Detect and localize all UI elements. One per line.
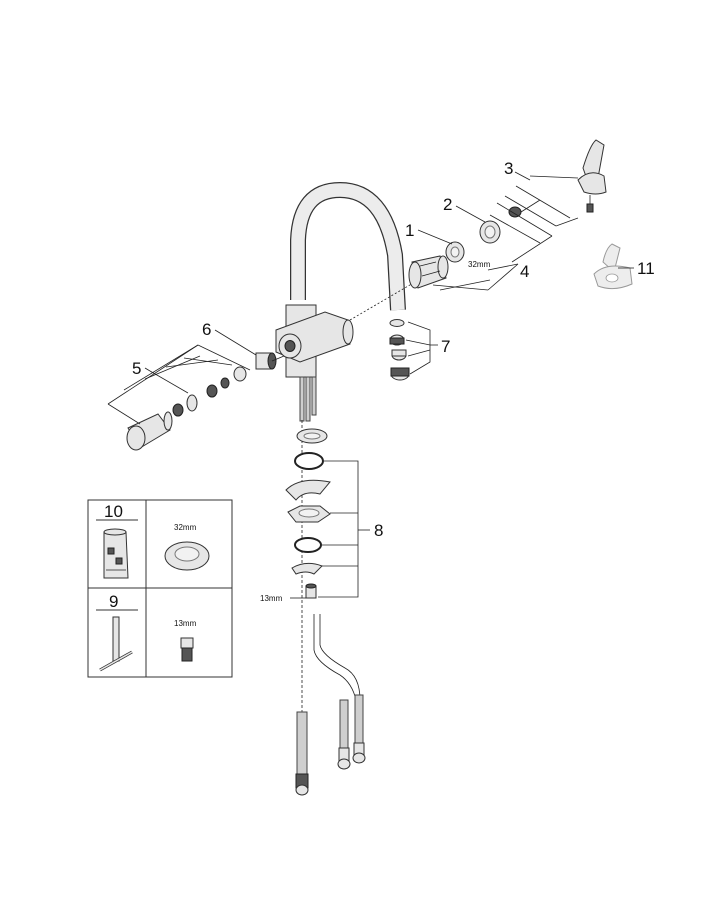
callout-1: 1 bbox=[405, 221, 414, 240]
dimension-13mm-main: 13mm bbox=[260, 594, 283, 603]
mounting-set-part-8 bbox=[285, 428, 370, 599]
diverter-part-6 bbox=[220, 352, 285, 389]
tools-table bbox=[87, 499, 233, 678]
callout-leaders bbox=[144, 171, 634, 372]
callout-9: 9 bbox=[109, 592, 118, 611]
aerator-set-part-7 bbox=[389, 319, 438, 381]
side-knob-part-5 bbox=[126, 384, 218, 451]
cartridge-part-4 bbox=[408, 255, 449, 289]
socket-tool-10 bbox=[103, 528, 129, 579]
ring-part-2 bbox=[479, 220, 501, 244]
alt-handle-part-11 bbox=[593, 243, 633, 290]
projection-lines-group-3 bbox=[432, 175, 579, 291]
callout-6: 6 bbox=[202, 320, 211, 339]
faucet-body bbox=[275, 181, 406, 422]
projection-lines-group-5 bbox=[107, 344, 251, 425]
callout-7: 7 bbox=[441, 337, 450, 356]
supply-hoses bbox=[295, 614, 366, 796]
socket-tool-13mm bbox=[180, 637, 194, 662]
callout-5: 5 bbox=[132, 359, 141, 378]
callout-11: 11 bbox=[637, 259, 655, 278]
t-key-tool-9 bbox=[99, 616, 133, 672]
callout-3: 3 bbox=[504, 159, 513, 178]
nut-part-1 bbox=[445, 241, 465, 263]
insert-part bbox=[508, 199, 541, 218]
dimension-13mm-tool: 13mm bbox=[174, 619, 197, 628]
callout-8: 8 bbox=[374, 521, 383, 540]
dimension-32mm-main: 32mm bbox=[468, 260, 491, 269]
ring-tool-32mm bbox=[164, 541, 210, 571]
dimension-32mm-tool: 32mm bbox=[174, 523, 197, 532]
axis-line bbox=[349, 281, 416, 321]
callout-10: 10 bbox=[104, 502, 123, 521]
callout-4: 4 bbox=[520, 262, 529, 281]
callout-2: 2 bbox=[443, 195, 452, 214]
lever-handle-part-3 bbox=[577, 139, 607, 213]
